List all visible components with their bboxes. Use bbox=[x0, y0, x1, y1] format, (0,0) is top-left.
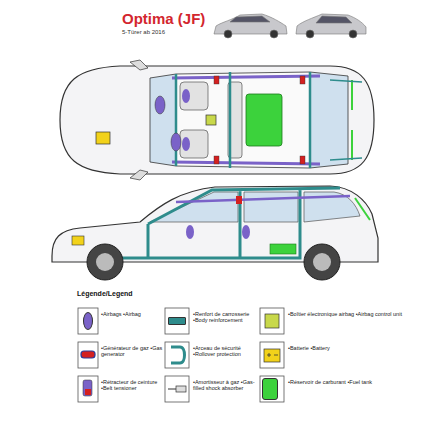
legend-swatch bbox=[262, 378, 278, 400]
car-side-view bbox=[52, 186, 378, 280]
legend-swatch bbox=[168, 317, 186, 325]
legend-text: •Arceau de sécurité •Rollover protection bbox=[193, 345, 255, 358]
legend-text: •Amortisseur à gaz •Gas-filled shock abs… bbox=[193, 379, 255, 392]
car-top-view bbox=[60, 60, 374, 180]
legend-text: •Airbags •Airbag bbox=[101, 311, 163, 317]
legend-icons bbox=[81, 314, 280, 396]
title: Optima (JF) bbox=[122, 10, 205, 27]
legend-swatch bbox=[83, 312, 93, 330]
legend-text: •Réservoir de carburant •Fuel tank bbox=[288, 379, 408, 385]
legend-heading: Légende/Legend bbox=[77, 290, 133, 298]
subtitle: 5-Türer ab 2016 bbox=[122, 29, 165, 36]
legend-text: •Batterie •Battery bbox=[288, 345, 408, 351]
legend-frames bbox=[78, 308, 284, 402]
car-photo bbox=[214, 14, 366, 38]
legend-text: •Boîtier électronique airbag •Airbag con… bbox=[288, 311, 408, 317]
legend-text: •Renfort de carrosserie •Body reinforcem… bbox=[193, 311, 255, 324]
legend-text: •Générateur de gaz •Gas generator bbox=[101, 345, 163, 358]
legend-text: •Rétracteur de ceinture •Belt tensioner bbox=[101, 379, 163, 392]
